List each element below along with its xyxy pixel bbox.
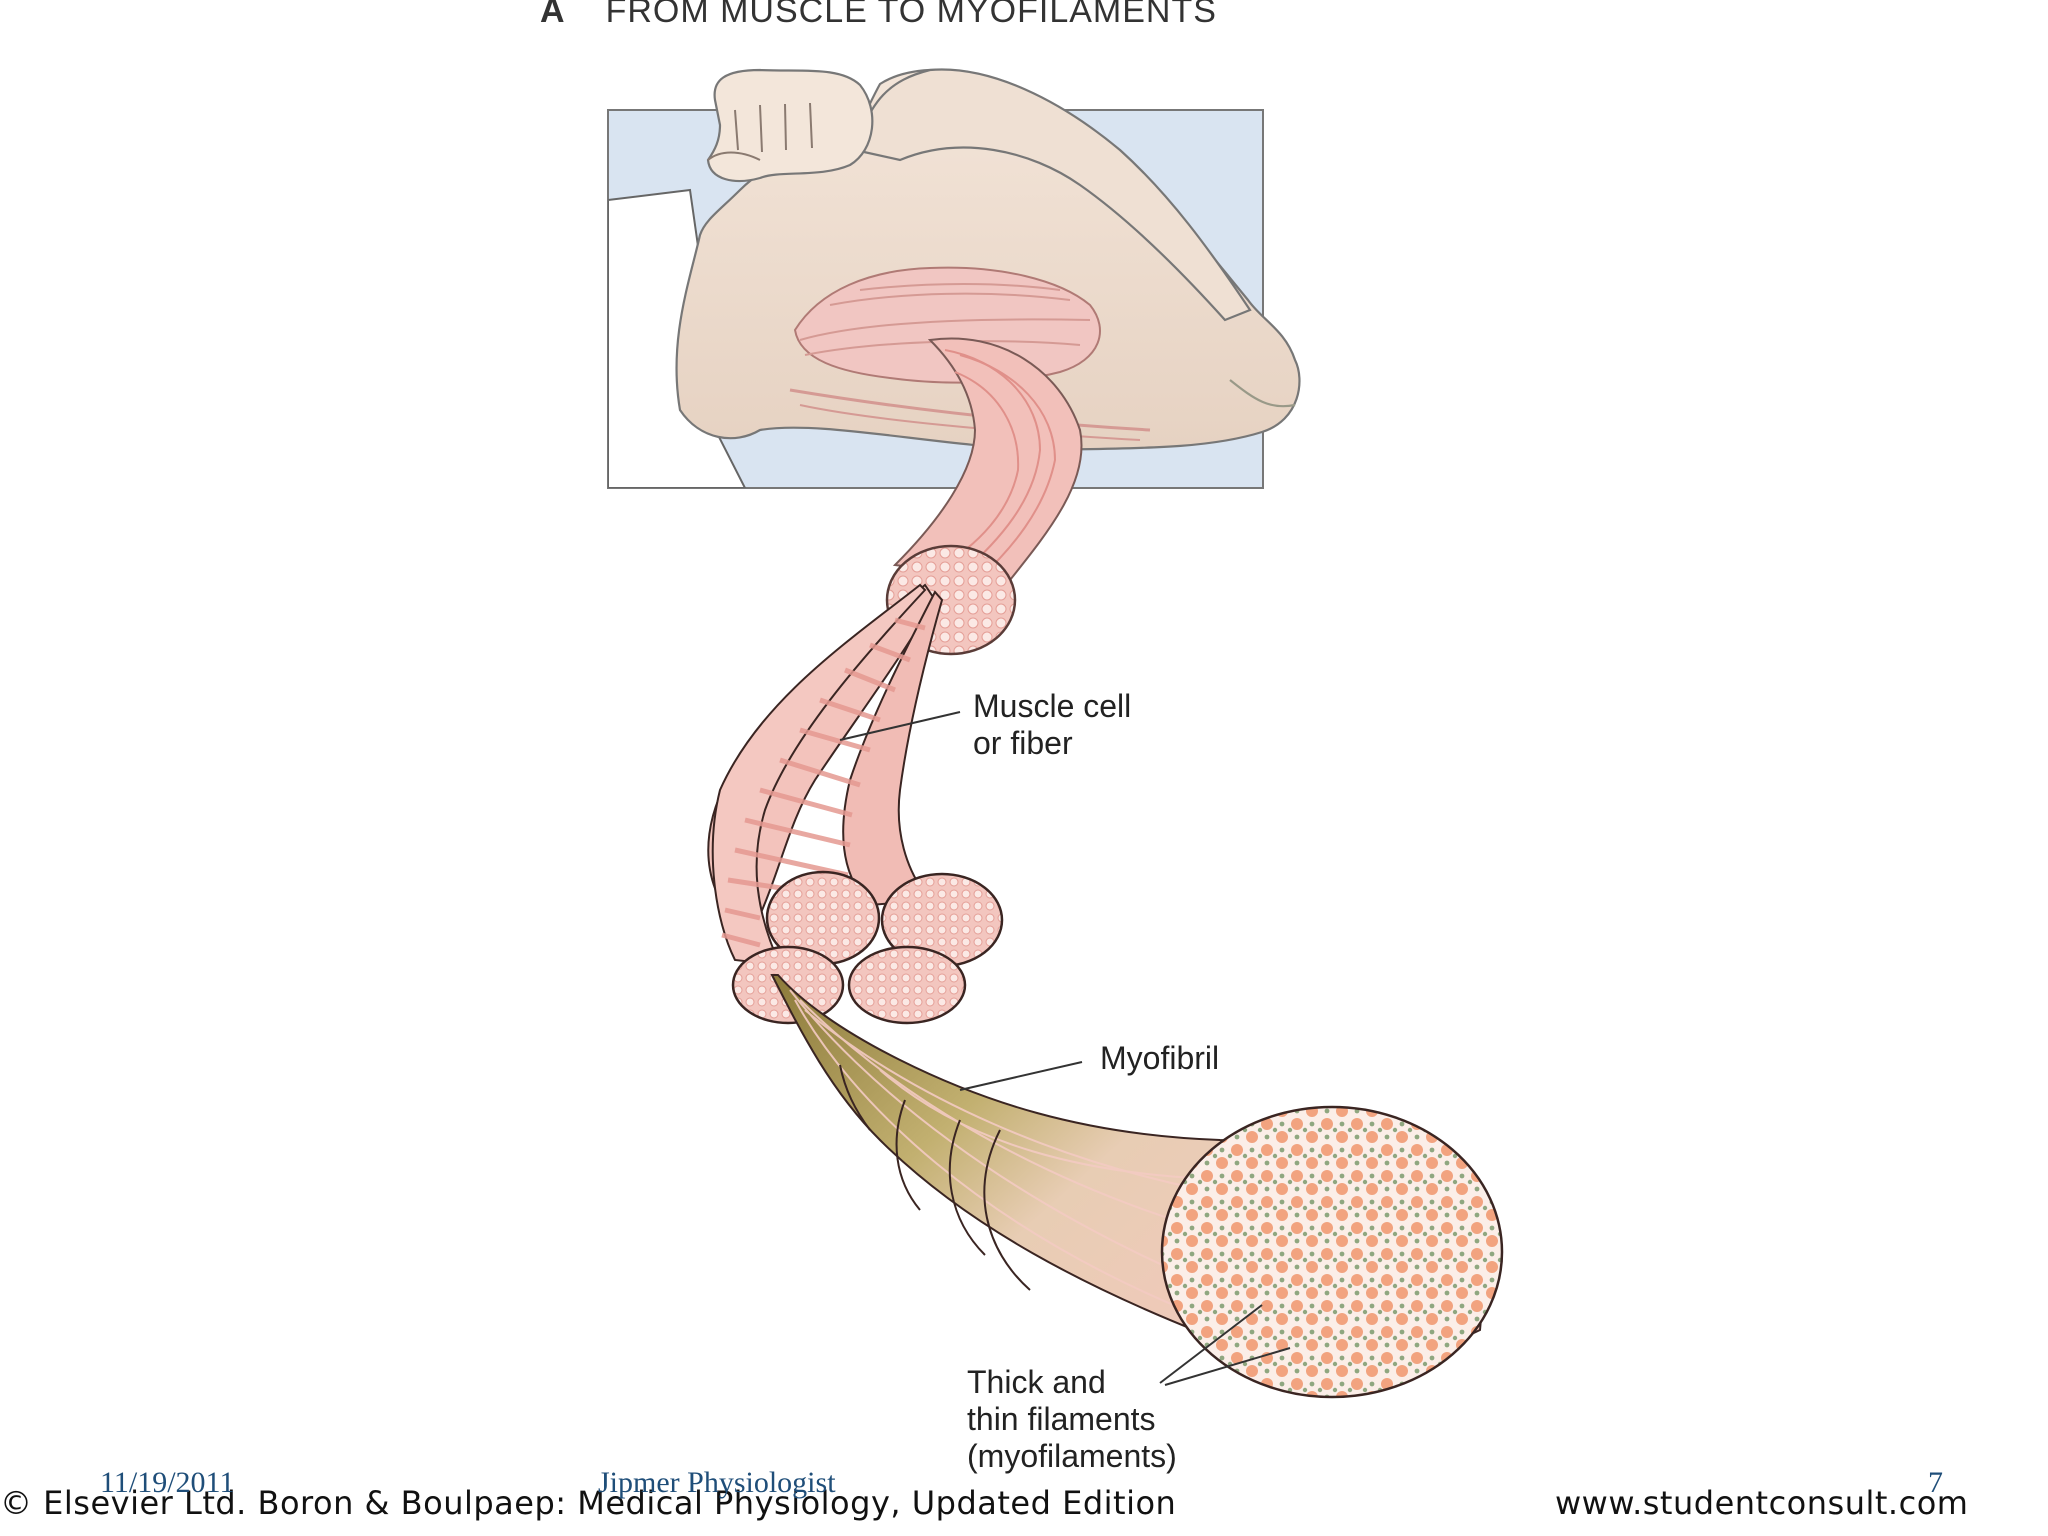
muscle-fibers [707,583,1004,1025]
myofibril-leader [959,1061,1083,1091]
source-url: www.studentconsult.com [1555,1484,1969,1522]
muscle-cell-leader [839,711,961,741]
slide-date: 11/19/2011 [100,1466,235,1499]
filament-leader-1 [1159,1304,1263,1384]
figure-title-text: FROM MUSCLE TO MYOFILAMENTS [605,0,1217,30]
filaments-label-line3: (myofilaments) [967,1438,1177,1474]
muscle-cell-label: Muscle cell or fiber [973,688,1131,762]
filament-leader-2 [1164,1347,1291,1386]
biceps-muscle [789,266,1151,441]
filaments-label: Thick and thin filaments (myofilaments) [967,1364,1177,1475]
filaments-label-line2: thin filaments [967,1401,1156,1437]
myofibril-label: Myofibril [1100,1040,1220,1076]
panel-letter: A [540,0,566,30]
slide-page-number: 7 [1928,1466,1943,1499]
leader-lines [839,711,1291,1386]
muscle-cell-label-line2: or fiber [973,725,1073,761]
copyright-footer: © Elsevier Ltd. Boron & Boulpaep: Medica… [0,1484,2048,1522]
filament-cross-section [1160,1105,1504,1399]
filaments-label-line1: Thick and [967,1364,1106,1400]
figure-title: A FROM MUSCLE TO MYOFILAMENTS [540,0,1217,31]
slide-author: Jipmer Physiologist [598,1466,836,1499]
muscle-cell-label-line1: Muscle cell [973,688,1132,724]
myofibril [770,974,1504,1399]
copyright-text: © Elsevier Ltd. Boron & Boulpaep: Medica… [0,1484,1177,1522]
